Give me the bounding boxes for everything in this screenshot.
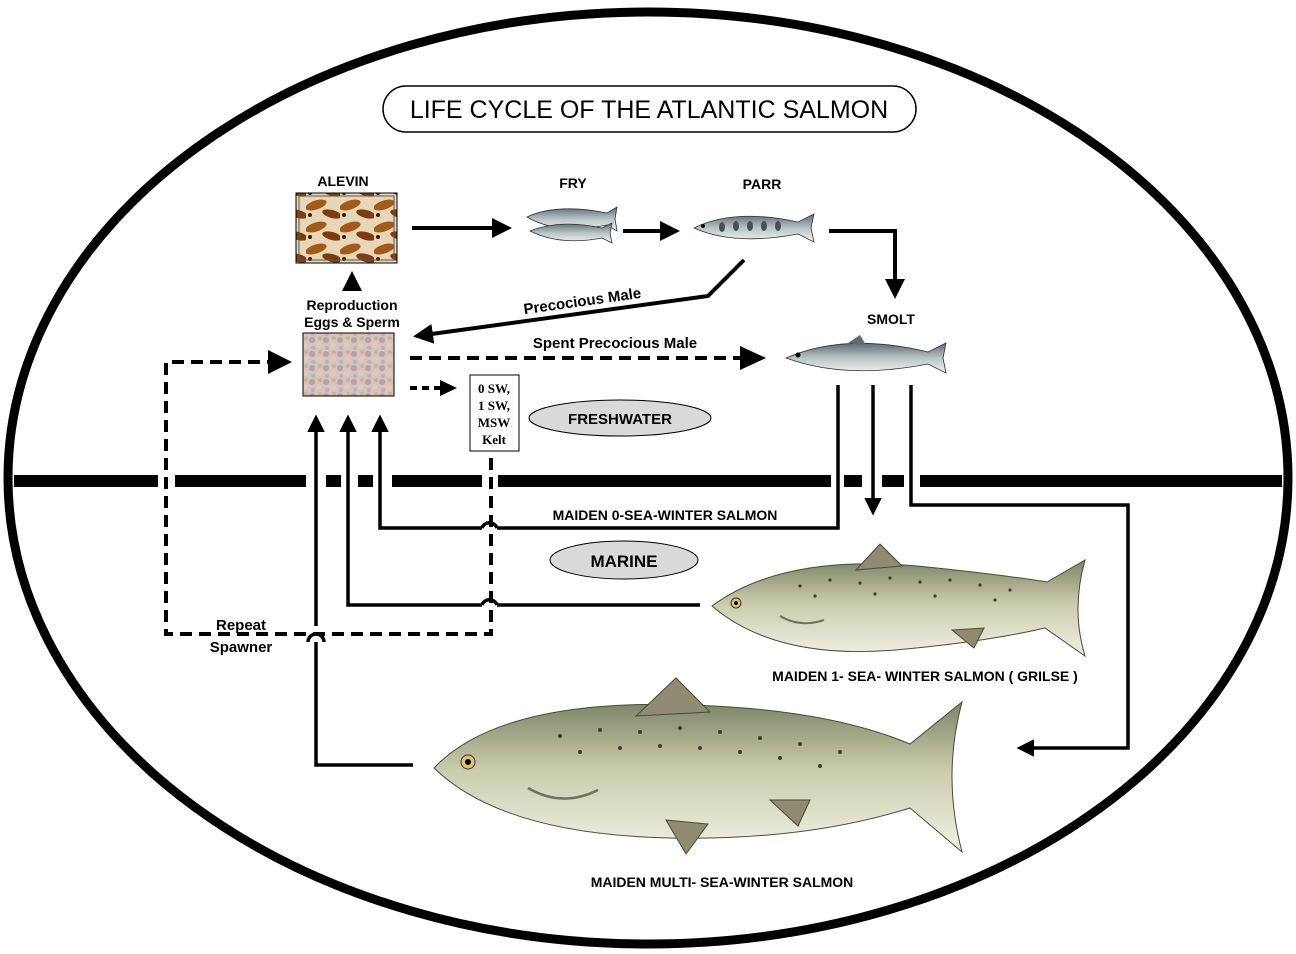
spent-precocious-male-label: Spent Precocious Male: [533, 335, 697, 352]
freshwater-zone-label: FRESHWATER: [529, 400, 711, 436]
kelt-box: 0 SW, 1 SW, MSW Kelt: [470, 375, 519, 451]
marine-zone-label: MARINE: [550, 541, 698, 579]
kelt-line-kelt: Kelt: [482, 432, 506, 447]
stage-label-parr: PARR: [743, 176, 782, 192]
kelt-line-0sw: 0 SW,: [478, 381, 510, 396]
repeat-spawner-label-1: Repeat: [216, 617, 266, 634]
eggs-image: [303, 333, 394, 396]
grilse-label: MAIDEN 1- SEA- WINTER SALMON ( GRILSE ): [772, 668, 1078, 684]
repeat-spawner-label-2: Spawner: [210, 639, 273, 656]
alevin-image: [296, 193, 397, 263]
maiden-0sw-label: MAIDEN 0-SEA-WINTER SALMON: [553, 507, 778, 523]
reproduction-label: Reproduction: [307, 297, 398, 313]
eggs-sperm-label: Eggs & Sperm: [304, 314, 400, 330]
kelt-line-msw: MSW: [478, 415, 511, 430]
marine-text: MARINE: [590, 552, 657, 571]
freshwater-text: FRESHWATER: [568, 411, 672, 428]
kelt-line-1sw: 1 SW,: [478, 398, 510, 413]
diagram-title: LIFE CYCLE OF THE ATLANTIC SALMON: [410, 96, 888, 124]
stage-label-fry: FRY: [559, 175, 587, 191]
msw-label: MAIDEN MULTI- SEA-WINTER SALMON: [591, 874, 854, 890]
stage-label-alevin: ALEVIN: [317, 173, 368, 189]
stage-label-smolt: SMOLT: [867, 311, 915, 327]
